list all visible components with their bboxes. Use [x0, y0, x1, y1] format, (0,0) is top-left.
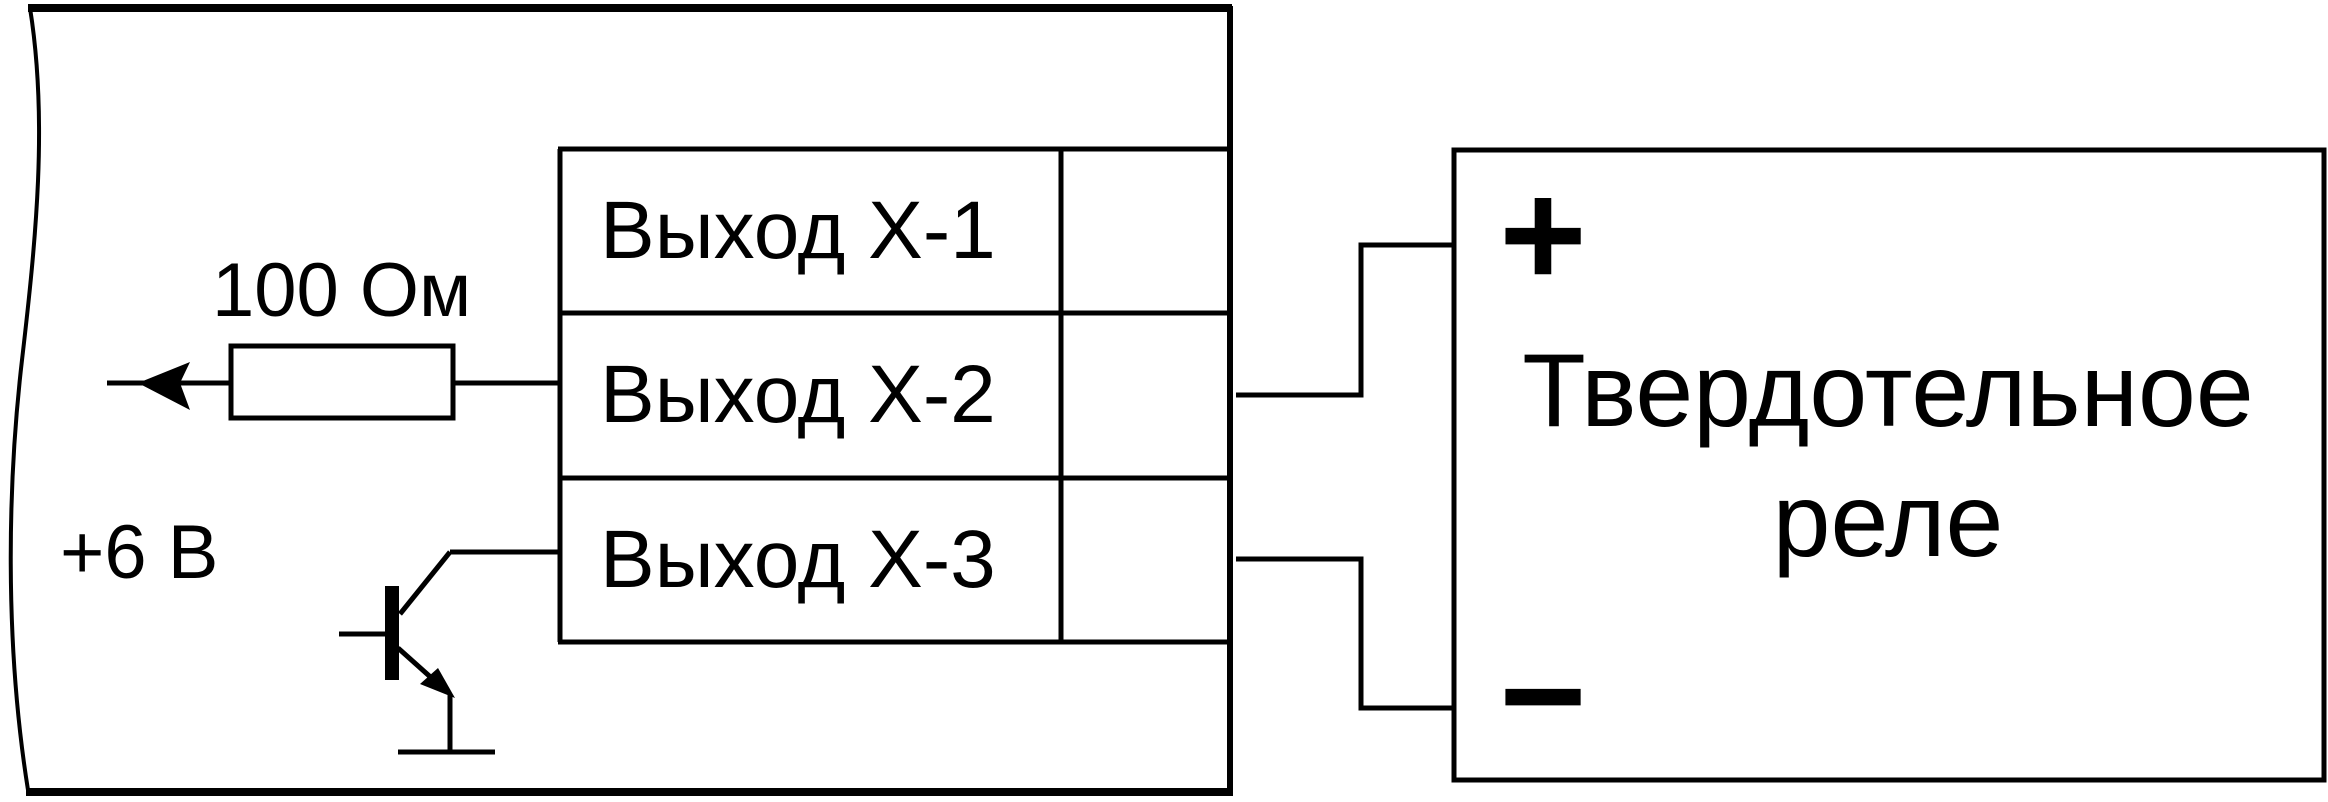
x3-to-relay-minus-wire: [1236, 556, 1452, 711]
emitter-arrow-icon: [420, 668, 455, 698]
terminal-label-x1: Выход Х-1: [600, 185, 996, 276]
x2-to-relay-plus-wire: [1236, 242, 1452, 398]
supply-voltage-label: +6 В: [60, 510, 218, 595]
terminal-block: [557, 146, 1230, 645]
relay-plus-terminal: +: [1499, 150, 1587, 318]
device-enclosure: [8, 4, 1233, 796]
relay-wires: [1236, 242, 1452, 711]
relay-body: [1451, 147, 2327, 783]
terminal-label-x2: Выход Х-2: [600, 349, 996, 440]
relay-minus-terminal: −: [1499, 611, 1587, 779]
supply-arrow-icon: [138, 362, 190, 410]
relay-title-line2: реле: [1773, 463, 2004, 579]
resistor-label: 100 Ом: [212, 248, 471, 333]
terminal-label-x3: Выход Х-3: [600, 514, 996, 605]
transistor-collector: [398, 550, 452, 616]
enclosure-broken-edge: [8, 7, 42, 791]
npn-transistor-icon: [339, 549, 558, 755]
resistor-body: [228, 343, 456, 421]
solid-state-relay: + − Твердотельное реле: [1451, 147, 2327, 783]
relay-title-line1: Твердотельное: [1522, 333, 2253, 449]
